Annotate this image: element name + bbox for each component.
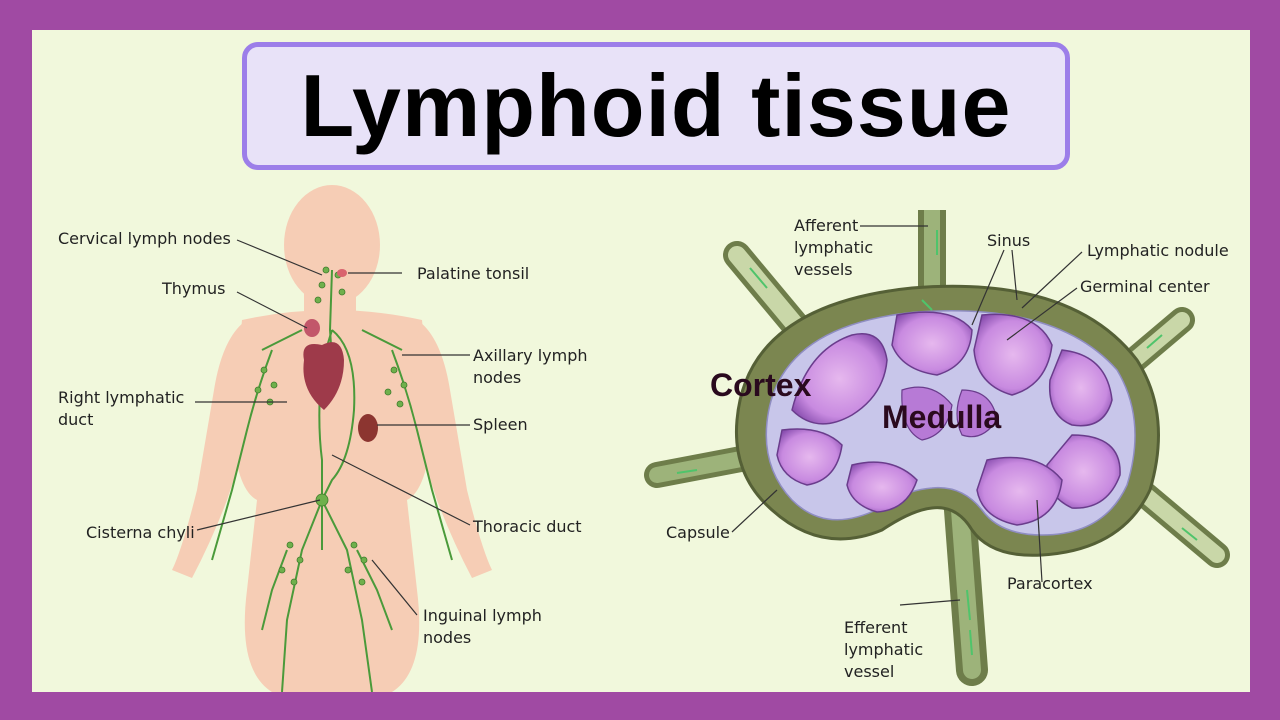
label-inguinal-nodes: nodes [423,628,471,647]
label-efferent-lymphatic: lymphatic [844,640,923,659]
label-axillary-nodes: nodes [473,368,521,387]
label-paracortex: Paracortex [1007,574,1093,593]
heart-shape [303,342,344,410]
human-body-figure [172,185,492,692]
label-medulla: Medulla [882,399,1001,435]
label-spleen: Spleen [473,415,528,434]
node-leader-lines [731,225,1083,606]
label-thymus: Thymus [161,279,225,298]
label-afferent-lymphatic: lymphatic [794,238,873,257]
label-sinus: Sinus [987,231,1030,250]
thymus-shape [304,319,320,337]
label-palatine-tonsil: Palatine tonsil [417,264,529,283]
title-banner: Lymphoid tissue [242,42,1070,170]
label-right-lymphatic: Right lymphatic [58,388,184,407]
label-capsule: Capsule [666,523,730,542]
label-afferent: Afferent [794,216,858,235]
label-cisterna-chyli: Cisterna chyli [86,523,195,542]
label-axillary-lymph: Axillary lymph [473,346,587,365]
label-cortex: Cortex [710,367,812,403]
label-cervical-lymph-nodes: Cervical lymph nodes [58,229,231,248]
label-thoracic-duct: Thoracic duct [472,517,582,536]
label-lymphatic-nodule: Lymphatic nodule [1087,241,1229,260]
lymphoid-diagram-canvas: Cervical lymph nodes Thymus Palatine ton… [58,185,1230,692]
label-efferent-vessel: vessel [844,662,894,681]
spleen-shape [358,414,378,442]
label-germinal-center: Germinal center [1080,277,1210,296]
body-leader-lines [195,239,471,616]
palatine-tonsil-shape [337,269,347,277]
diagram-background: Lymphoid tissue [32,30,1250,692]
body-organs [303,269,378,442]
page-title: Lymphoid tissue [300,56,1012,155]
lymph-node-figure [644,210,1230,686]
label-inguinal-lymph: Inguinal lymph [423,606,542,625]
label-afferent-vessels: vessels [794,260,853,279]
label-efferent: Efferent [844,618,907,637]
label-right-lymphatic-duct: duct [58,410,93,429]
